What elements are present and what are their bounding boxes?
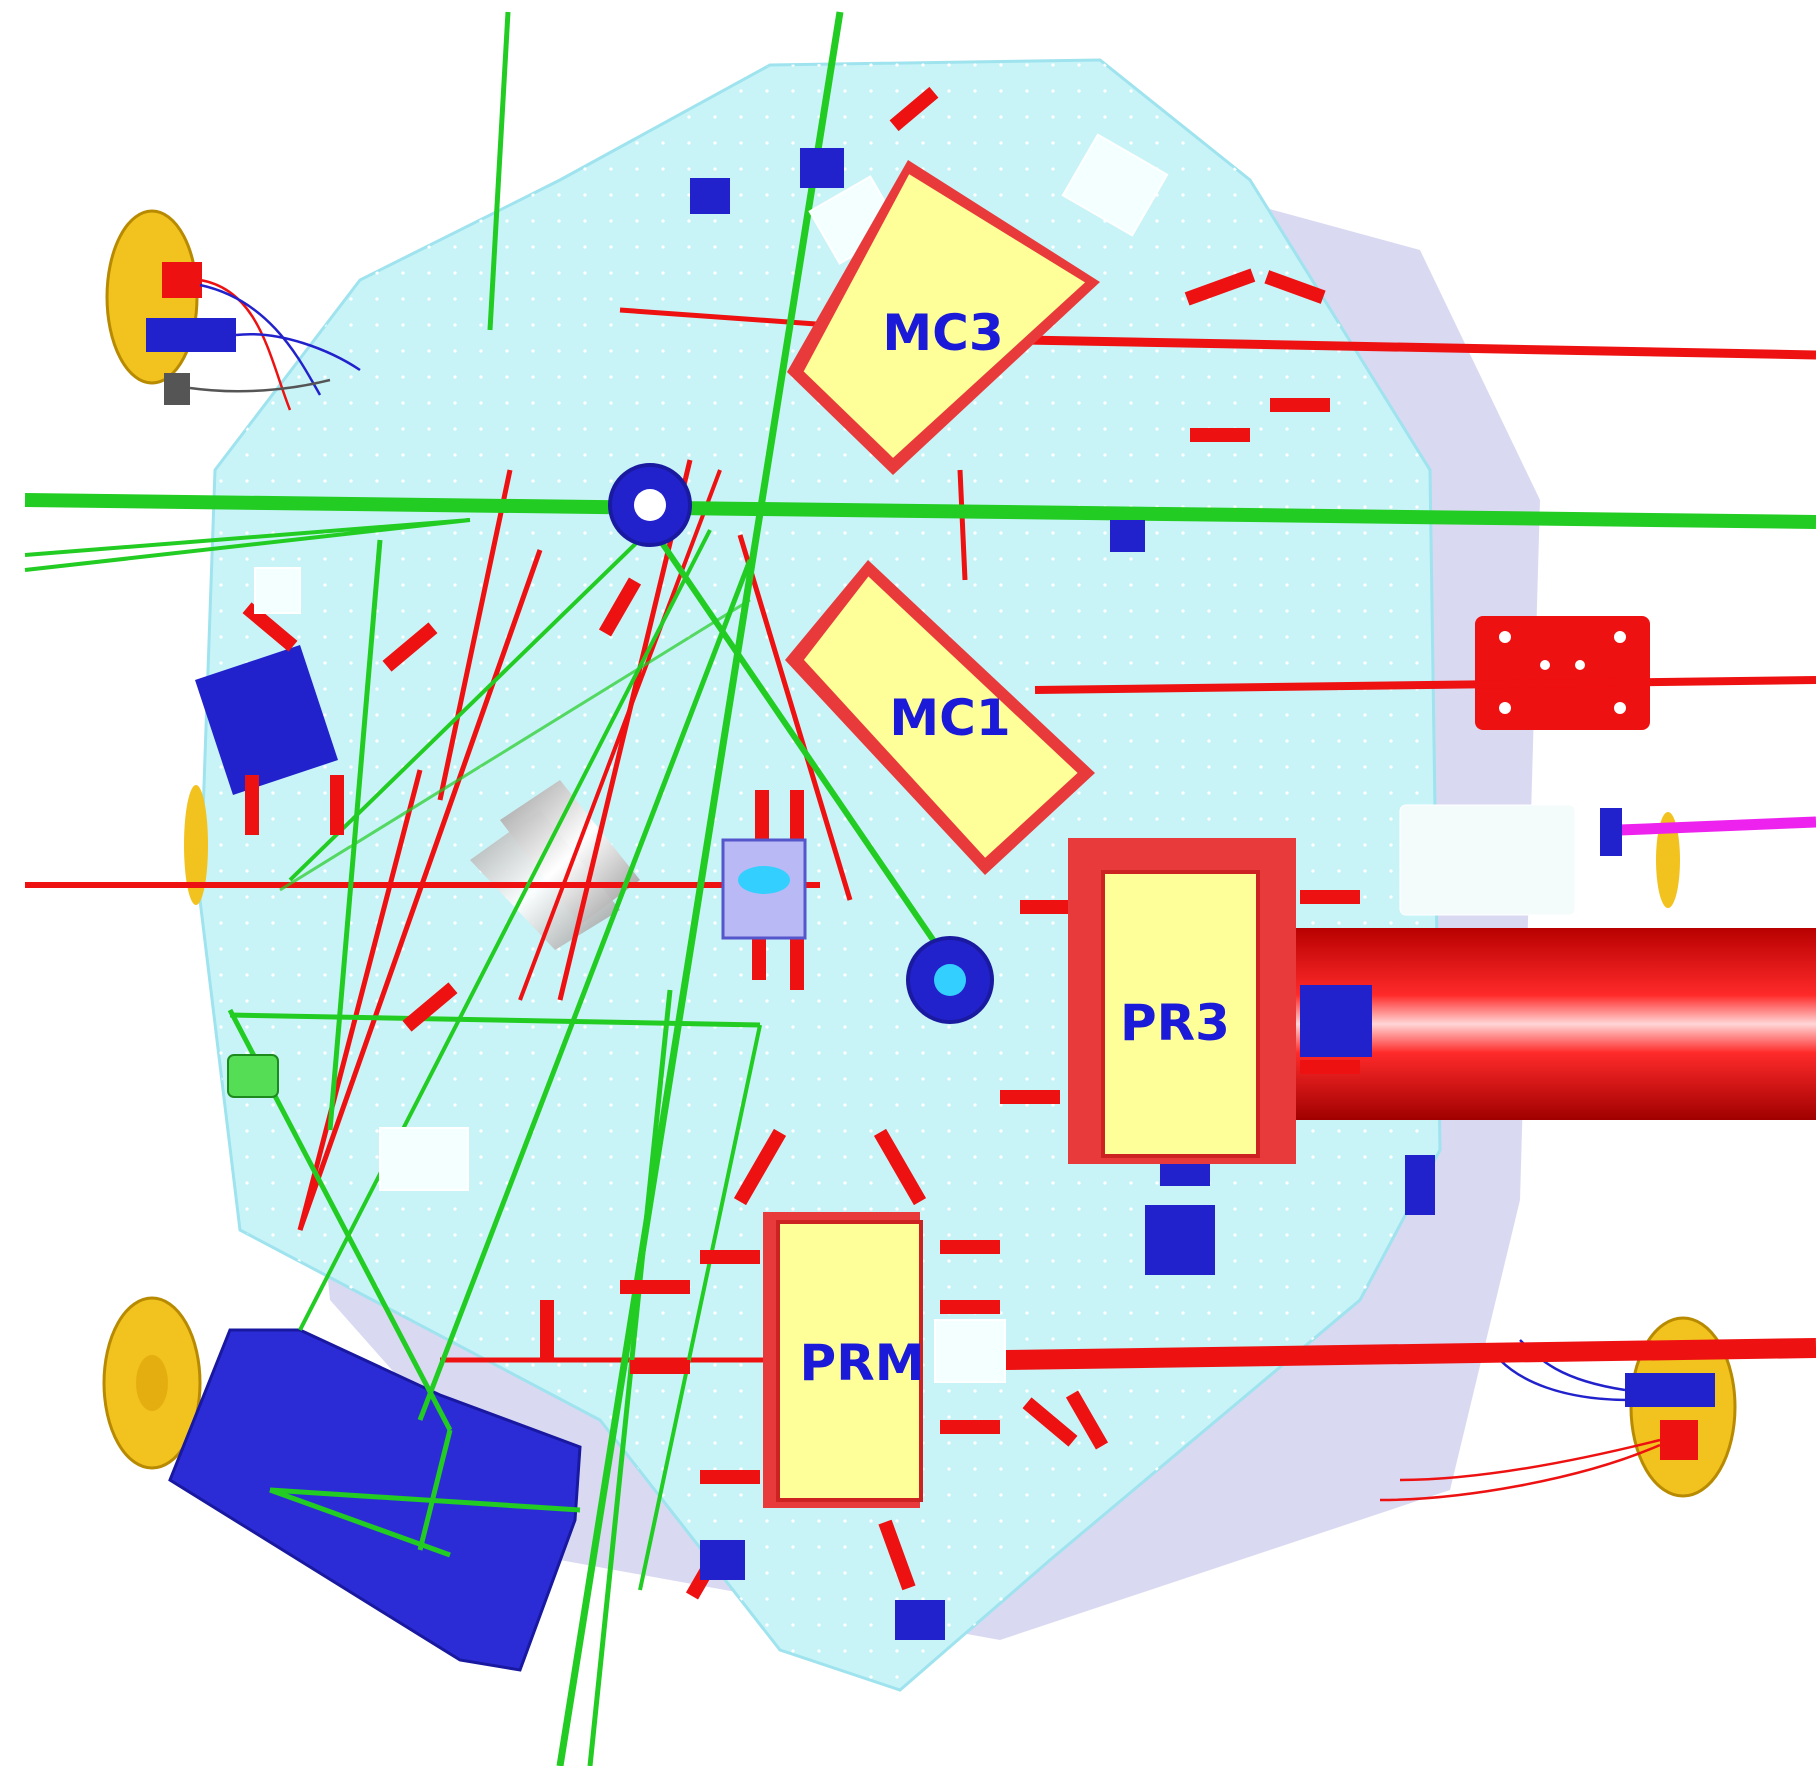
- red-beams: [25, 307, 1816, 1370]
- mc3-label: MC3: [882, 304, 1003, 362]
- cable-bundle-top-left: [189, 278, 361, 411]
- mc1-label: MC1: [889, 689, 1010, 747]
- red-tube-beam: [1285, 928, 1816, 1120]
- magenta-beam: [1619, 816, 1816, 836]
- magenta-beam-mount: [1600, 808, 1622, 856]
- flange-top-left: [105, 209, 236, 405]
- flange-right-edge: [1656, 812, 1680, 908]
- green-beams: [24, 11, 1816, 1767]
- blue-breadboard-left: [195, 645, 338, 795]
- small-mount-clamps: [242, 86, 1360, 1600]
- green-connector-box: [227, 1054, 279, 1098]
- red-mounting-plate: [1475, 616, 1650, 730]
- flange-bottom-right: [1625, 1316, 1737, 1498]
- flange-left-edge: [184, 785, 208, 905]
- prm-label: PRM: [800, 1334, 925, 1392]
- white-plate-right: [1399, 804, 1576, 916]
- flange-bottom-left: [102, 1296, 202, 1470]
- table-hole-grid: [200, 60, 1440, 1690]
- cable-bundle-bottom-right: [1379, 1339, 1661, 1502]
- optic-prm: [763, 1212, 923, 1508]
- pr3-label: PR3: [1120, 994, 1230, 1052]
- optic-mc3: [787, 160, 1100, 475]
- optic-pr3: [1068, 838, 1296, 1164]
- lavender-mount-device: [721, 838, 807, 940]
- optic-mc1: [785, 560, 1095, 875]
- blue-breadboard-bottom-left: [168, 1328, 582, 1672]
- white-plates: [254, 133, 1169, 1383]
